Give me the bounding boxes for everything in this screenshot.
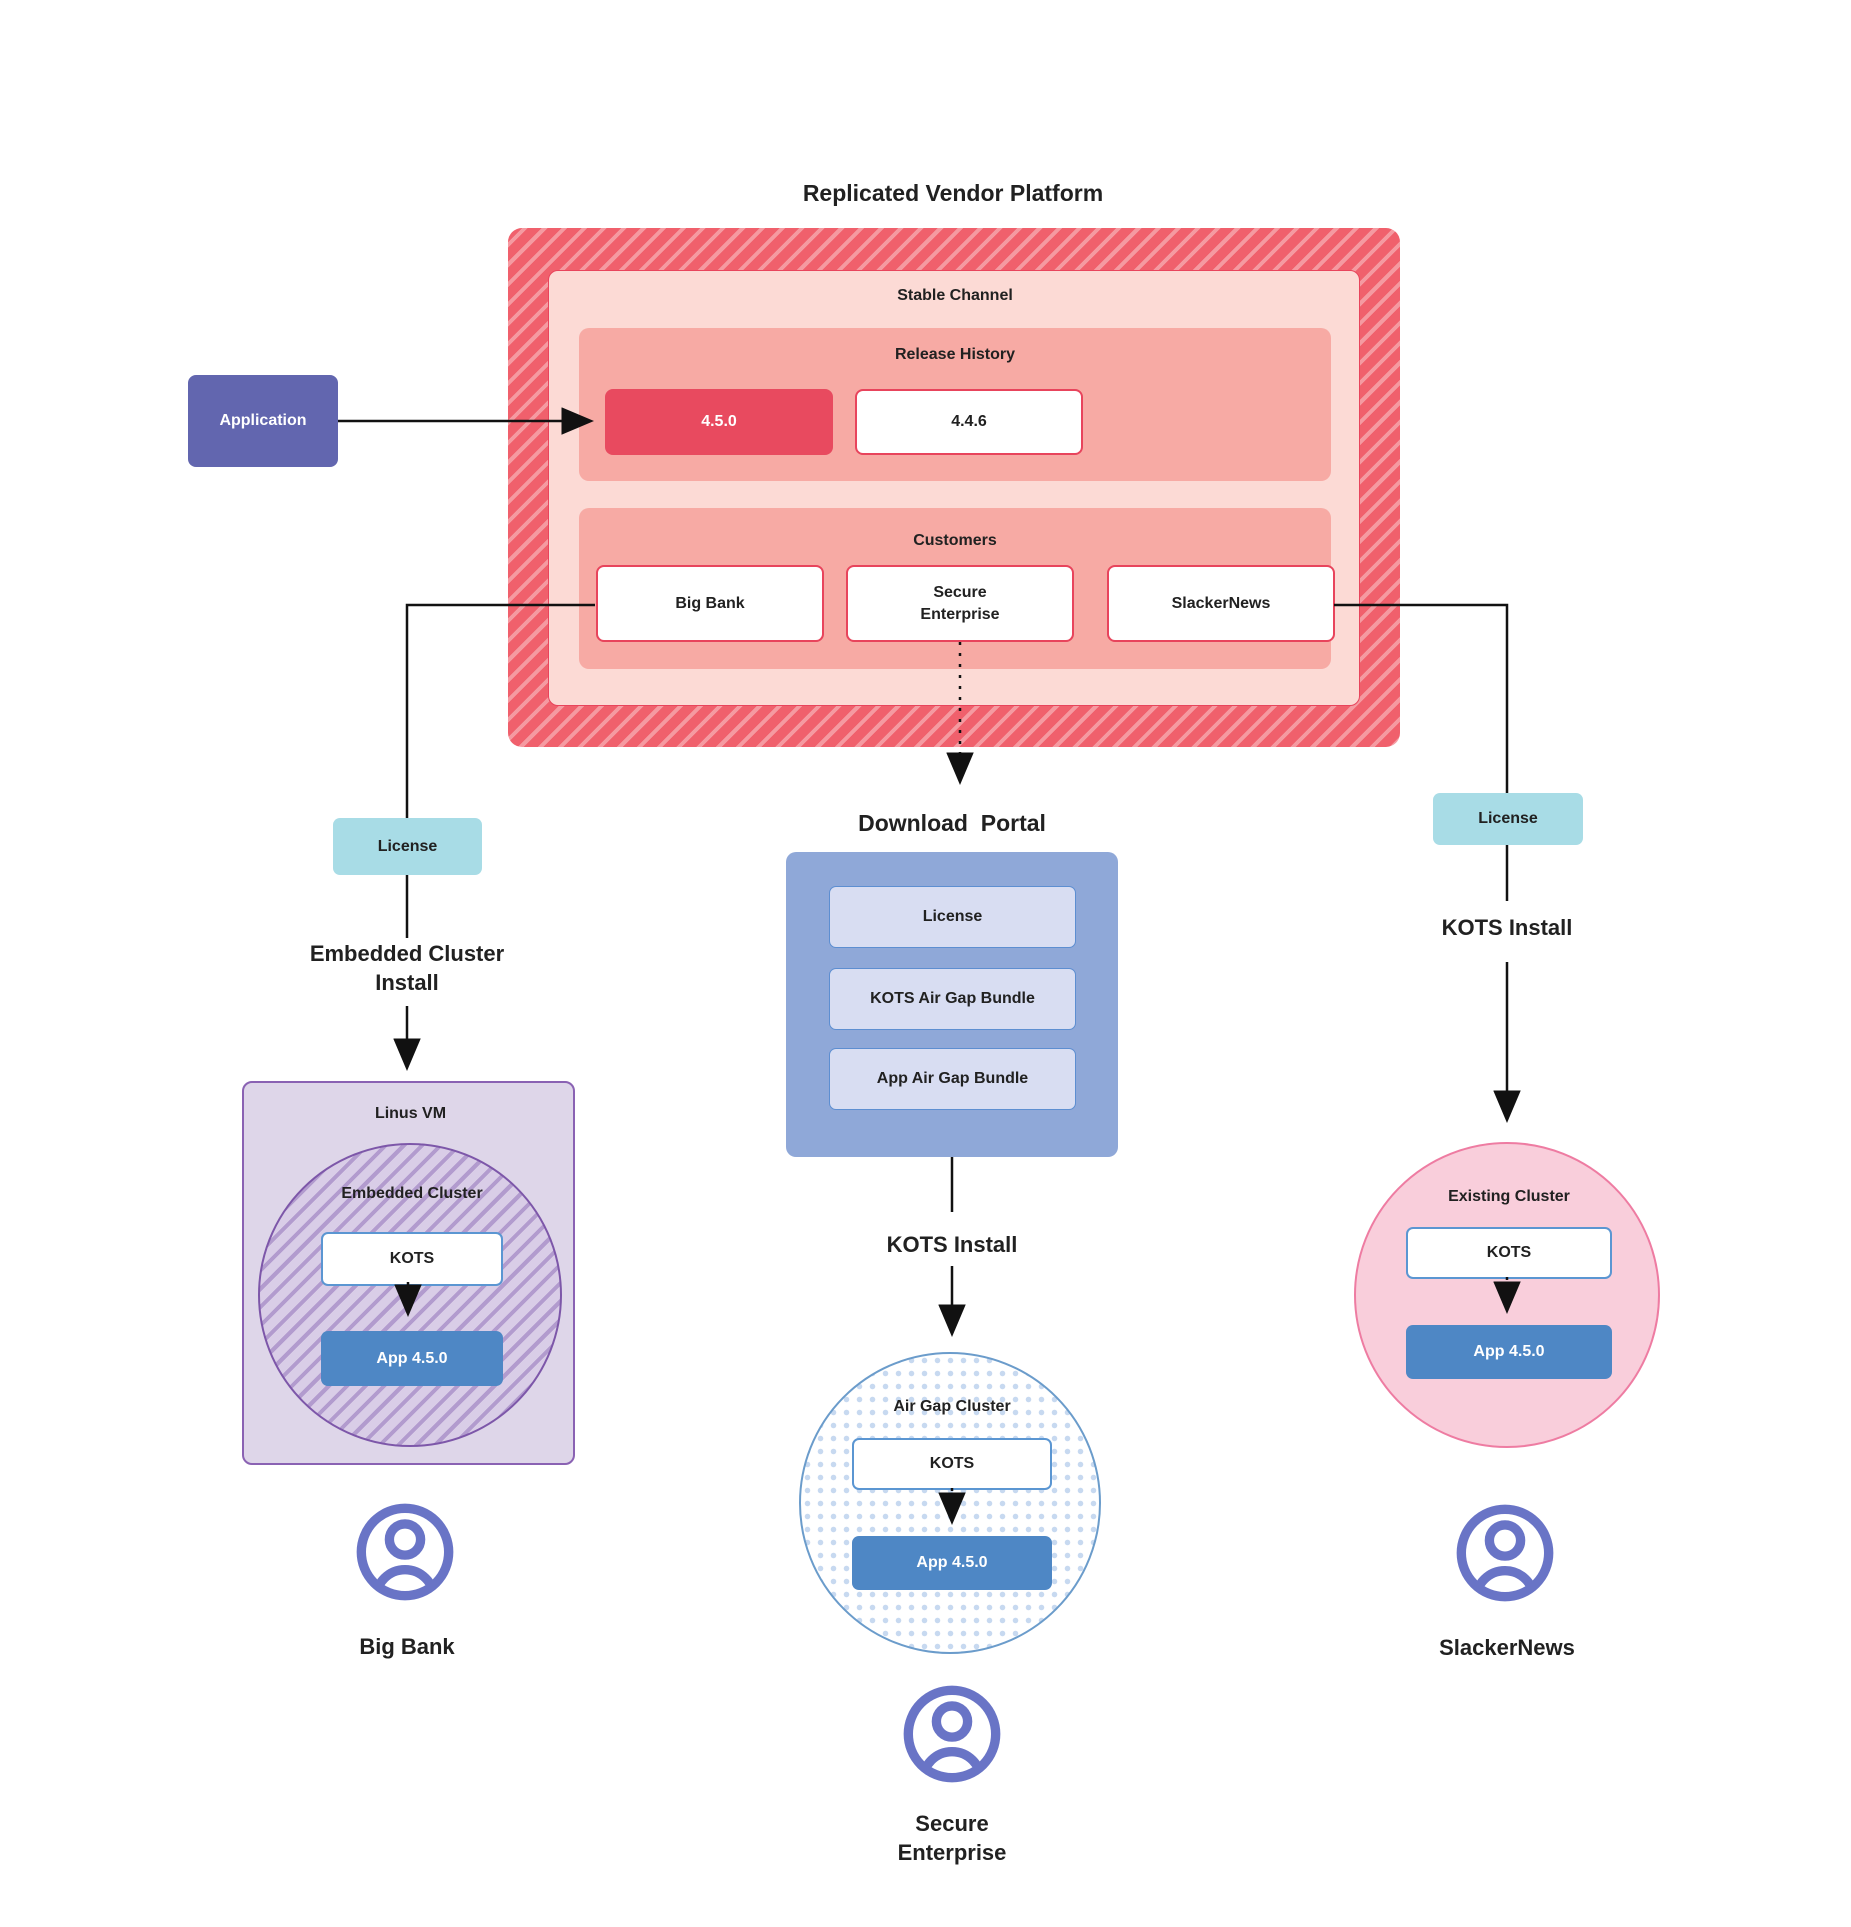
app-node-middle: App 4.5.0: [852, 1536, 1052, 1590]
application-node: Application: [188, 375, 338, 467]
customer-secure-enterprise-label: Secure Enterprise: [920, 583, 1000, 623]
linus-vm-label: Linus VM: [374, 1105, 447, 1122]
kots-node-middle: KOTS: [852, 1438, 1052, 1490]
user-icon: [903, 1685, 1001, 1783]
user-icon: [356, 1503, 454, 1601]
secure-enterprise-name: Secure Enterprise: [897, 1811, 1007, 1865]
portal-item-app-airgap-bundle: App Air Gap Bundle: [829, 1048, 1076, 1110]
customers-label: Customers: [913, 532, 997, 549]
stable-channel-label: Stable Channel: [897, 287, 1013, 304]
release-4-5-0: 4.5.0: [605, 389, 833, 455]
linus-vm-box: Linus VM Embedded Cluster KOTS App 4.5.0: [242, 1081, 575, 1465]
existing-cluster-label: Existing Cluster: [1448, 1188, 1570, 1205]
customer-slackernews-label: SlackerNews: [1171, 594, 1271, 612]
kots-install-label-middle: KOTS Install: [886, 1231, 1018, 1257]
stable-channel-box: Stable Channel Release History 4.5.0 4.4…: [548, 270, 1360, 706]
customer-slackernews: SlackerNews: [1107, 565, 1335, 642]
release-history-label: Release History: [894, 346, 1016, 363]
license-node-left: License: [333, 818, 482, 875]
app-node-left: App 4.5.0: [321, 1331, 503, 1386]
app-node-right: App 4.5.0: [1406, 1325, 1612, 1379]
customers-band: Customers Big Bank Secure Enterprise Sla…: [579, 508, 1335, 669]
license-node-right: License: [1433, 793, 1583, 845]
download-portal-title: Download Portal: [858, 809, 1046, 836]
air-gap-cluster-label: Air Gap Cluster: [893, 1398, 1011, 1415]
customer-big-bank-label: Big Bank: [675, 594, 745, 612]
embedded-cluster-install-label: Embedded Cluster Install: [309, 941, 505, 995]
secure-enterprise-user: [900, 1682, 1004, 1786]
release-history-band: Release History 4.5.0 4.4.6: [579, 328, 1331, 481]
slackernews-name: SlackerNews: [1439, 1634, 1575, 1660]
vendor-platform-box: Stable Channel Release History 4.5.0 4.4…: [508, 228, 1400, 747]
air-gap-cluster-circle: Air Gap Cluster KOTS App 4.5.0: [799, 1352, 1101, 1654]
slackernews-user: [1453, 1501, 1557, 1605]
embedded-cluster-label: Embedded Cluster: [341, 1185, 483, 1202]
embedded-cluster-circle: Embedded Cluster KOTS App 4.5.0: [258, 1143, 562, 1447]
customer-big-bank: Big Bank: [596, 565, 824, 642]
user-icon: [1456, 1504, 1554, 1602]
kots-node-left: KOTS: [321, 1232, 503, 1286]
kots-install-label-right: KOTS Install: [1441, 914, 1573, 940]
kots-node-right: KOTS: [1406, 1227, 1612, 1279]
big-bank-name: Big Bank: [359, 1633, 455, 1659]
download-portal-box: License KOTS Air Gap Bundle App Air Gap …: [786, 852, 1118, 1157]
diagram-title: Replicated Vendor Platform: [802, 179, 1104, 206]
customer-secure-enterprise: Secure Enterprise: [846, 565, 1074, 642]
existing-cluster-circle: Existing Cluster KOTS App 4.5.0: [1354, 1142, 1660, 1448]
release-4-4-6: 4.4.6: [855, 389, 1083, 455]
big-bank-user: [353, 1500, 457, 1604]
portal-item-kots-airgap-bundle: KOTS Air Gap Bundle: [829, 968, 1076, 1030]
portal-item-license: License: [829, 886, 1076, 948]
